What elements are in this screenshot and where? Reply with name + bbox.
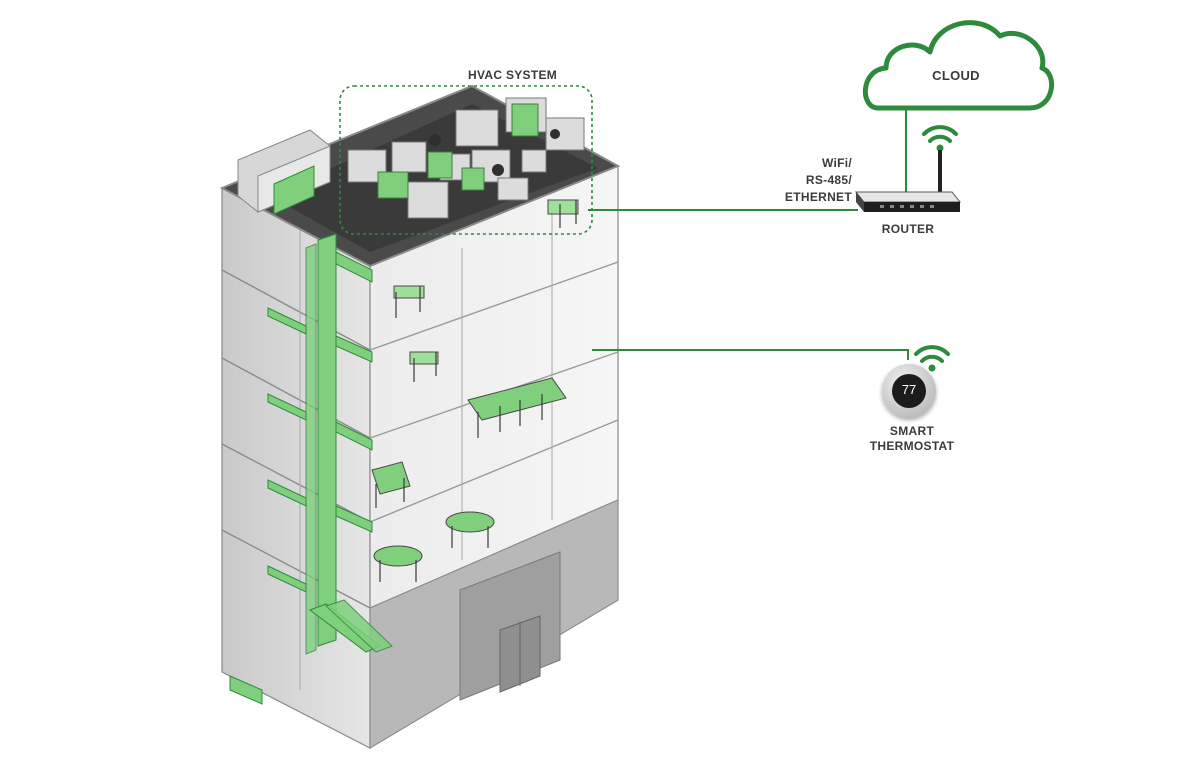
wifi-icon — [914, 345, 950, 372]
hvac-system-label: HVAC SYSTEM — [468, 68, 558, 82]
building-left-wall — [221, 187, 371, 749]
cloud-label: CLOUD — [932, 68, 980, 83]
router-icon — [854, 150, 962, 212]
connection-type-line: RS-485/ — [805, 173, 852, 187]
cloud-icon — [863, 20, 1054, 111]
thermostat-label-line: SMART — [889, 424, 935, 438]
router-label: ROUTER — [881, 222, 935, 236]
thermostat-icon: 77 — [882, 364, 936, 418]
connection-type-line: ETHERNET — [784, 190, 852, 204]
hvac-system-outline — [339, 85, 593, 235]
hvac-ductwork — [229, 165, 393, 705]
hvac-units — [347, 97, 585, 219]
thermostat-label-line: THERMOSTAT — [869, 439, 955, 453]
wifi-icon — [922, 125, 958, 152]
thermostat-connection-line — [592, 349, 909, 360]
lobby-area — [369, 499, 619, 749]
thermostat-display: 77 — [901, 382, 917, 397]
thermostat-label: SMART THERMOSTAT — [852, 424, 972, 454]
connection-type-line: WiFi/ — [821, 156, 852, 170]
room-furniture — [371, 199, 579, 582]
connection-type-label: WiFi/ RS-485/ ETHERNET — [760, 155, 852, 206]
